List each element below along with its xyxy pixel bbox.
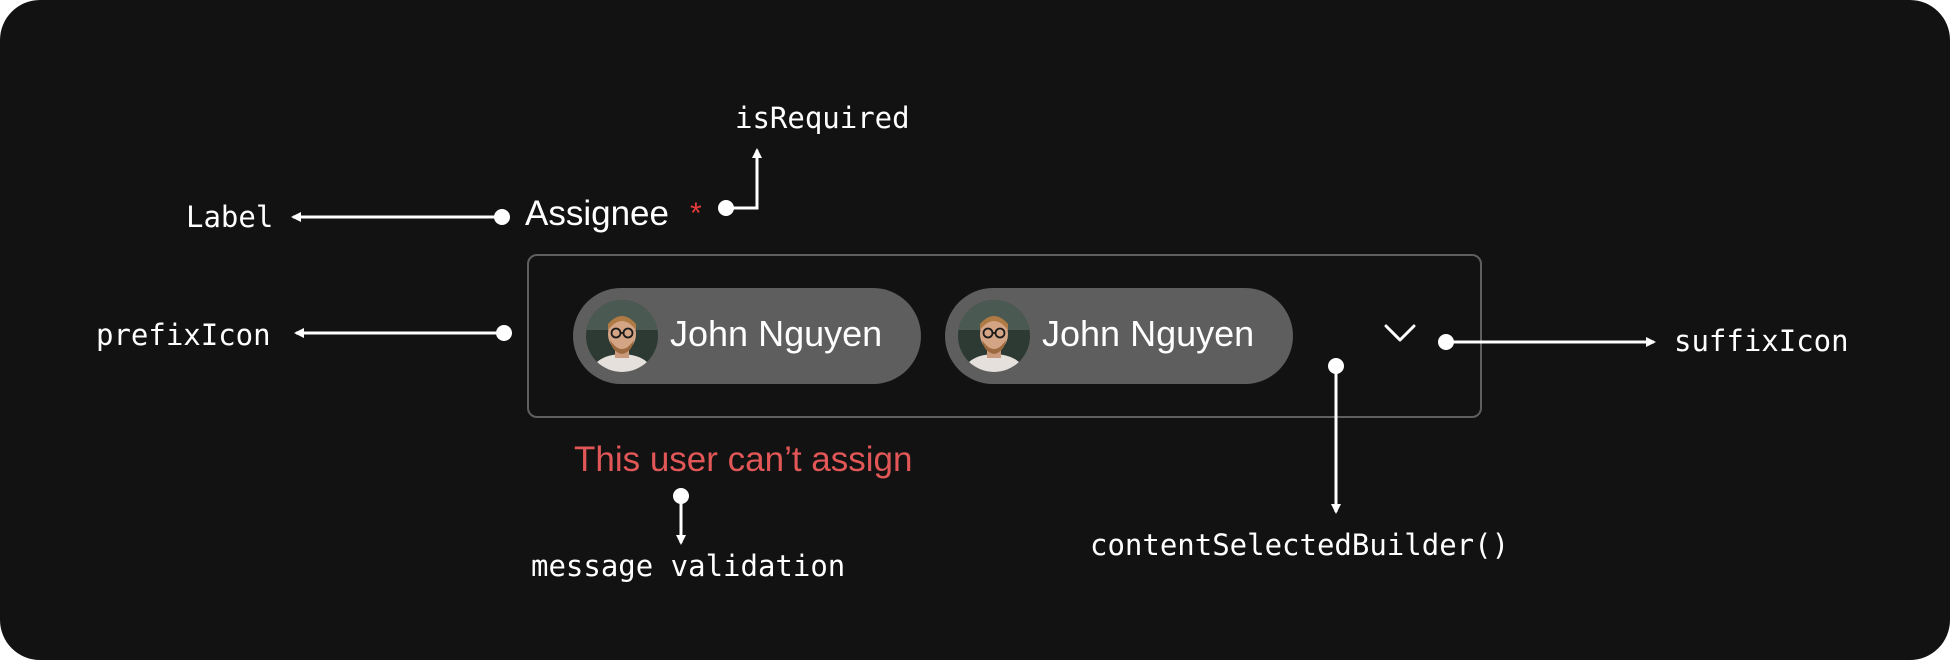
multi-select-field[interactable] <box>527 254 1482 418</box>
avatar <box>958 300 1030 372</box>
validation-message: This user can’t assign <box>574 440 913 479</box>
selected-chip[interactable]: John Nguyen <box>945 288 1293 384</box>
field-label: Assignee <box>525 194 669 233</box>
annotation-content-selected-builder: contentSelectedBuilder() <box>1090 528 1510 562</box>
annotation-suffix-icon: suffixIcon <box>1674 324 1849 358</box>
connector-label <box>291 209 510 225</box>
annotation-label: Label <box>186 200 274 234</box>
annotation-is-required: isRequired <box>735 101 910 135</box>
connector-content-selected-builder <box>1328 358 1344 514</box>
chevron-down-icon[interactable] <box>1383 322 1417 344</box>
connector-suffix-icon <box>1438 334 1656 350</box>
required-asterisk: * <box>690 197 702 230</box>
connector-message-validation <box>673 488 689 545</box>
selected-chip[interactable]: John Nguyen <box>573 288 921 384</box>
chip-label: John Nguyen <box>1042 313 1255 354</box>
annotation-prefix-icon: prefixIcon <box>96 318 271 352</box>
connector-prefix-icon <box>294 325 512 341</box>
chip-label: John Nguyen <box>670 313 883 354</box>
connector-is-required <box>718 148 762 216</box>
annotation-message-validation: message validation <box>531 549 846 583</box>
